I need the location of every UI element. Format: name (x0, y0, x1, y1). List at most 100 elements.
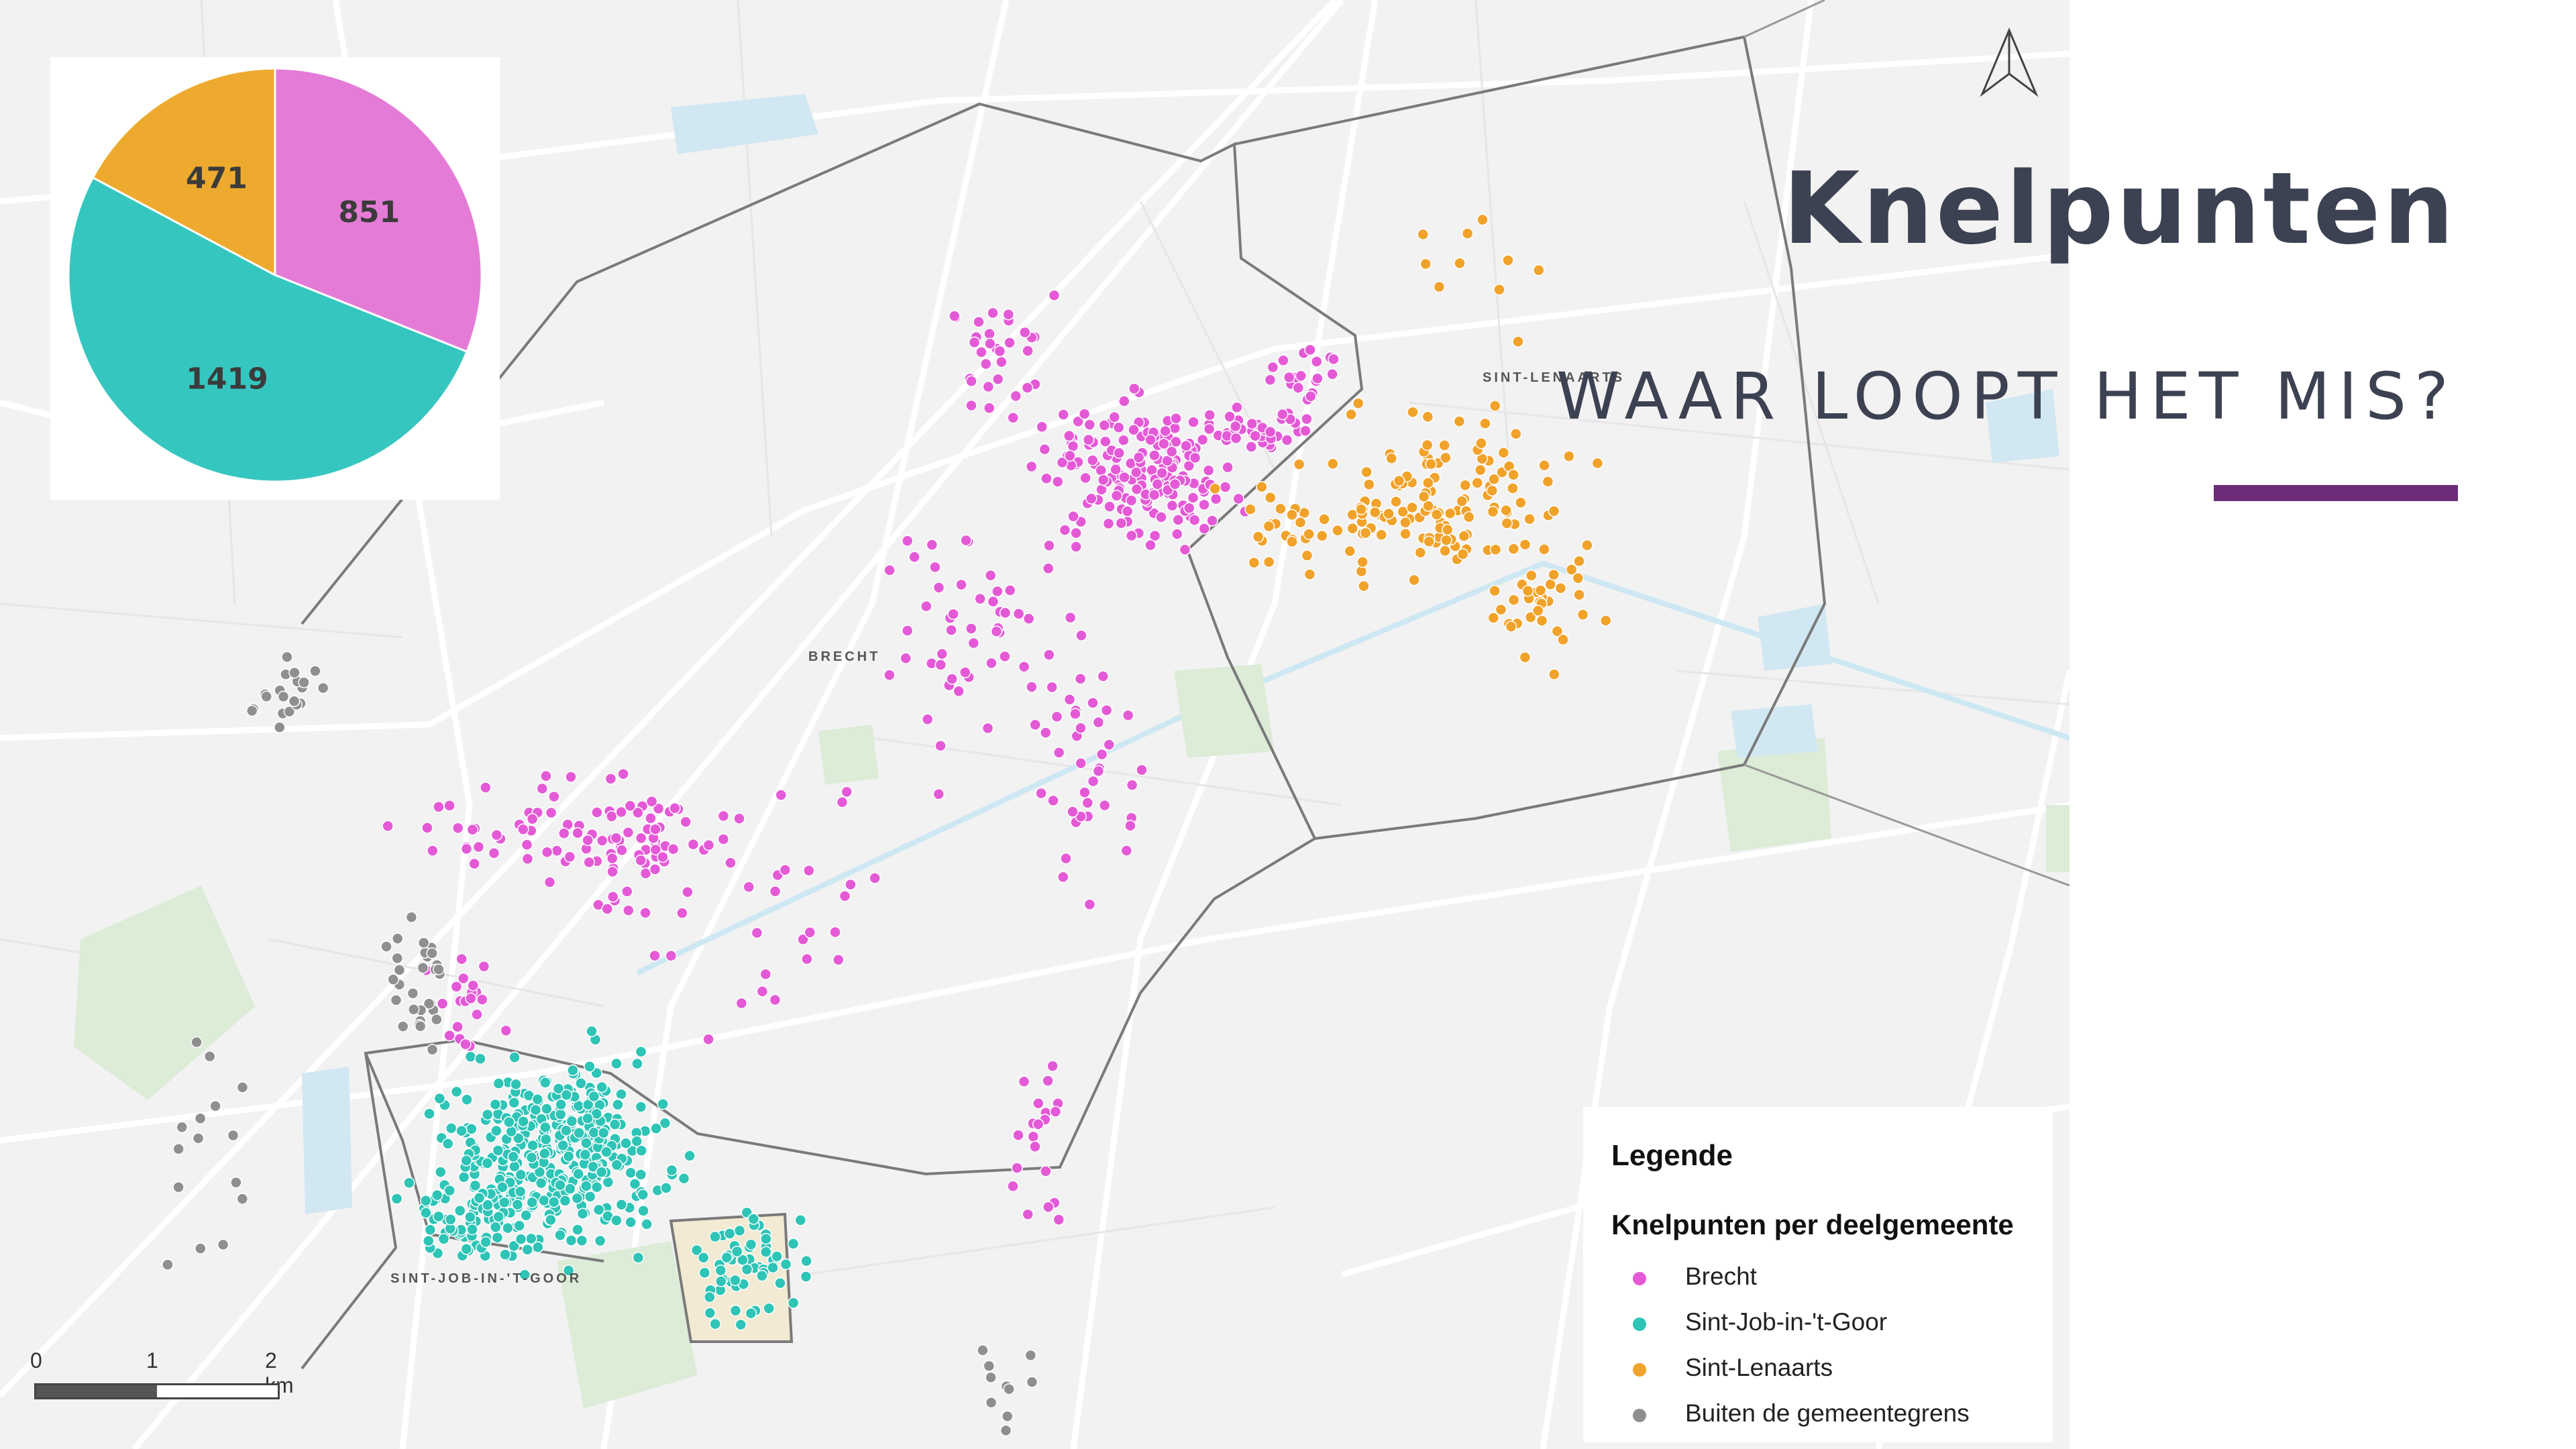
knelpunt-marker[interactable] (606, 852, 619, 865)
knelpunt-marker[interactable] (433, 1092, 446, 1105)
knelpunt-marker[interactable] (1442, 523, 1454, 536)
knelpunt-marker[interactable] (596, 1081, 608, 1093)
knelpunt-marker[interactable] (1042, 1201, 1055, 1214)
knelpunt-marker[interactable] (420, 1207, 432, 1219)
knelpunt-marker[interactable] (539, 1121, 551, 1134)
knelpunt-marker[interactable] (606, 865, 619, 878)
knelpunt-marker[interactable] (733, 812, 745, 824)
knelpunt-marker[interactable] (591, 806, 603, 818)
knelpunt-marker[interactable] (1489, 585, 1501, 597)
knelpunt-marker[interactable] (737, 1254, 749, 1266)
knelpunt-marker[interactable] (507, 1150, 519, 1163)
knelpunt-marker[interactable] (1075, 757, 1087, 769)
knelpunt-marker[interactable] (423, 998, 435, 1010)
knelpunt-marker[interactable] (787, 1297, 800, 1309)
knelpunt-marker[interactable] (1078, 408, 1091, 420)
knelpunt-marker[interactable] (733, 1224, 746, 1237)
knelpunt-marker[interactable] (617, 767, 629, 780)
knelpunt-marker[interactable] (562, 1150, 575, 1163)
knelpunt-marker[interactable] (615, 1088, 627, 1100)
knelpunt-marker[interactable] (460, 1243, 473, 1255)
knelpunt-marker[interactable] (983, 1360, 996, 1372)
knelpunt-marker[interactable] (1144, 433, 1157, 446)
knelpunt-marker[interactable] (1029, 1140, 1041, 1153)
knelpunt-marker[interactable] (1032, 1097, 1044, 1110)
knelpunt-marker[interactable] (1521, 584, 1534, 597)
knelpunt-marker[interactable] (1120, 845, 1133, 857)
knelpunt-marker[interactable] (529, 1104, 542, 1116)
knelpunt-marker[interactable] (1572, 572, 1585, 584)
knelpunt-marker[interactable] (1051, 476, 1064, 488)
knelpunt-marker[interactable] (1489, 400, 1501, 412)
knelpunt-marker[interactable] (539, 1076, 551, 1089)
knelpunt-marker[interactable] (560, 1124, 572, 1136)
knelpunt-marker[interactable] (1304, 343, 1316, 356)
knelpunt-marker[interactable] (1115, 517, 1128, 529)
knelpunt-marker[interactable] (536, 782, 549, 795)
knelpunt-marker[interactable] (947, 608, 959, 621)
knelpunt-marker[interactable] (932, 788, 945, 800)
knelpunt-marker[interactable] (967, 637, 980, 649)
knelpunt-marker[interactable] (1053, 1214, 1065, 1226)
knelpunt-marker[interactable] (1108, 411, 1120, 423)
knelpunt-marker[interactable] (1070, 541, 1082, 553)
knelpunt-marker[interactable] (1040, 472, 1053, 484)
knelpunt-marker[interactable] (715, 1275, 727, 1287)
knelpunt-marker[interactable] (572, 1168, 584, 1180)
knelpunt-marker[interactable] (382, 820, 394, 833)
knelpunt-marker[interactable] (965, 623, 977, 635)
knelpunt-marker[interactable] (657, 1097, 669, 1110)
knelpunt-marker[interactable] (649, 863, 661, 875)
knelpunt-marker[interactable] (467, 979, 479, 991)
knelpunt-marker[interactable] (635, 1101, 647, 1113)
knelpunt-marker[interactable] (1471, 476, 1483, 489)
knelpunt-marker[interactable] (775, 789, 788, 801)
knelpunt-marker[interactable] (601, 903, 613, 915)
knelpunt-marker[interactable] (1042, 562, 1055, 575)
knelpunt-marker[interactable] (1059, 524, 1071, 536)
knelpunt-marker[interactable] (1294, 516, 1307, 529)
knelpunt-marker[interactable] (968, 336, 981, 349)
knelpunt-marker[interactable] (1293, 458, 1305, 471)
knelpunt-marker[interactable] (1346, 523, 1358, 535)
knelpunt-marker[interactable] (557, 827, 570, 839)
knelpunt-marker[interactable] (800, 1254, 812, 1267)
knelpunt-marker[interactable] (274, 721, 286, 733)
knelpunt-marker[interactable] (1277, 408, 1289, 421)
knelpunt-marker[interactable] (1488, 473, 1500, 486)
knelpunt-marker[interactable] (987, 596, 1000, 608)
knelpunt-marker[interactable] (444, 1214, 457, 1226)
knelpunt-marker[interactable] (1519, 539, 1532, 551)
knelpunt-marker[interactable] (468, 857, 480, 870)
knelpunt-marker[interactable] (977, 1344, 989, 1356)
knelpunt-marker[interactable] (1311, 356, 1323, 368)
knelpunt-marker[interactable] (551, 845, 563, 857)
knelpunt-marker[interactable] (195, 1242, 207, 1254)
knelpunt-marker[interactable] (1459, 479, 1471, 492)
knelpunt-marker[interactable] (975, 346, 987, 358)
knelpunt-marker[interactable] (1083, 898, 1096, 911)
knelpunt-marker[interactable] (481, 1157, 494, 1169)
knelpunt-marker[interactable] (545, 1214, 557, 1226)
knelpunt-marker[interactable] (1363, 478, 1375, 490)
knelpunt-marker[interactable] (1128, 382, 1140, 394)
knelpunt-marker[interactable] (1064, 449, 1076, 462)
knelpunt-marker[interactable] (583, 856, 595, 869)
knelpunt-marker[interactable] (974, 592, 986, 605)
knelpunt-marker[interactable] (1248, 556, 1260, 569)
knelpunt-marker[interactable] (1538, 459, 1550, 472)
knelpunt-marker[interactable] (1489, 543, 1502, 555)
knelpunt-marker[interactable] (1423, 535, 1435, 548)
knelpunt-marker[interactable] (1316, 529, 1328, 542)
knelpunt-marker[interactable] (1125, 494, 1138, 506)
knelpunt-marker[interactable] (652, 802, 665, 815)
knelpunt-marker[interactable] (535, 1177, 547, 1189)
knelpunt-marker[interactable] (191, 1036, 203, 1049)
knelpunt-marker[interactable] (594, 1234, 606, 1247)
knelpunt-marker[interactable] (519, 1269, 531, 1281)
knelpunt-marker[interactable] (1519, 651, 1532, 663)
knelpunt-marker[interactable] (1422, 500, 1434, 513)
knelpunt-marker[interactable] (1305, 390, 1317, 402)
knelpunt-marker[interactable] (584, 1190, 596, 1203)
knelpunt-marker[interactable] (1548, 668, 1560, 680)
